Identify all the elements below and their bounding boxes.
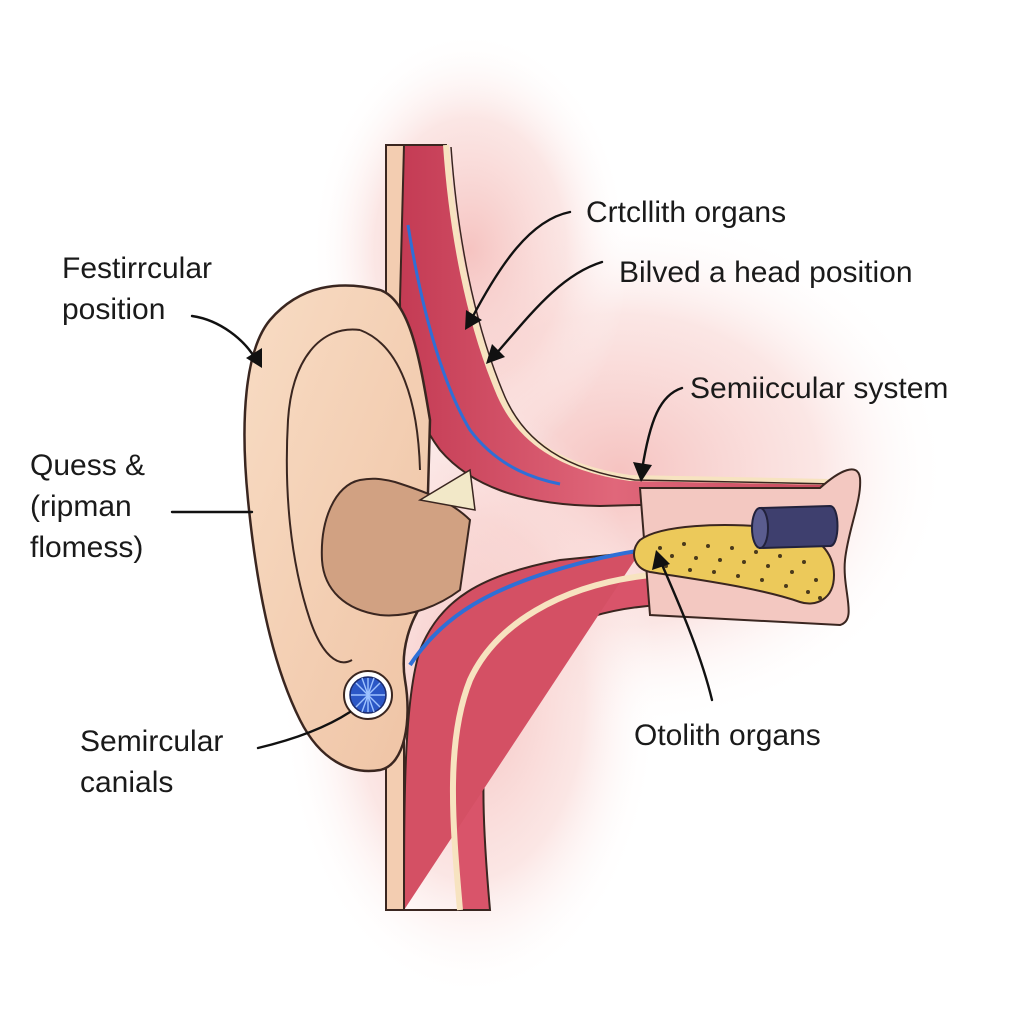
label-otolith-organs-bottom: Otolith organs	[634, 719, 821, 752]
leader-vestibular	[190, 314, 258, 362]
upper-nerve	[406, 224, 561, 486]
leader-canals	[256, 710, 352, 750]
antihelix	[285, 328, 361, 664]
leader-otolith-top	[470, 210, 572, 320]
semicircular-canal-icon	[343, 670, 393, 720]
arrow-vestibular	[246, 348, 262, 368]
arrow-head-position	[486, 344, 505, 364]
leader-lines	[170, 210, 714, 750]
lower-nerve	[408, 546, 661, 667]
arrow-otolith-bottom	[652, 550, 670, 570]
leader-semicircular-system	[640, 386, 684, 472]
label-semicircular-canals: Semircular canials	[80, 725, 224, 799]
label-semicircular-system: Semiiccular system	[690, 372, 949, 405]
leader-otolith-bottom	[658, 558, 714, 702]
label-ques-ripman: Quess & (ripman flomess)	[30, 449, 146, 564]
arrow-otolith-top	[465, 310, 482, 330]
label-head-position: Bilved a head position	[619, 256, 913, 289]
label-otolith-organs-top: Crtcllith organs	[586, 196, 787, 229]
concha	[320, 477, 472, 617]
lower-canal-border	[449, 571, 831, 911]
eardrum-plug	[751, 504, 839, 550]
canal-opening	[417, 468, 476, 511]
arrowheads	[246, 310, 670, 570]
leader-head-position	[493, 260, 604, 357]
label-vestibular-position: Festirrcular position	[62, 252, 213, 326]
arrow-semicircular-system	[633, 462, 652, 482]
